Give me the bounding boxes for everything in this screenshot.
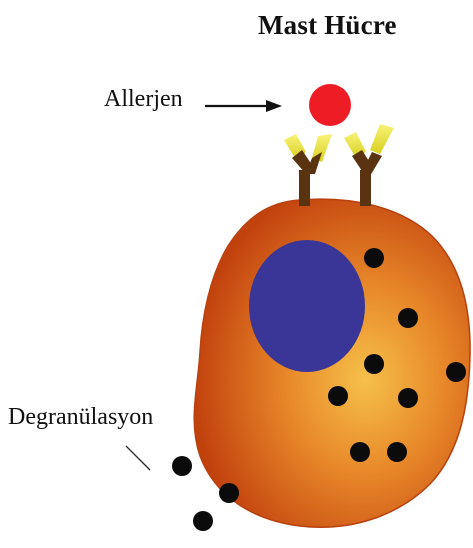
granule-dot xyxy=(398,308,418,328)
granule-dot xyxy=(219,483,239,503)
nucleus xyxy=(249,240,365,372)
granule-dot xyxy=(350,442,370,462)
diagram-title: Mast Hücre xyxy=(258,10,397,41)
granule-dot xyxy=(364,354,384,374)
granule-dot xyxy=(364,248,384,268)
granule-dot xyxy=(172,456,192,476)
granule-dot xyxy=(446,362,466,382)
degranulation-pointer xyxy=(126,446,150,470)
degranulation-label: Degranülasyon xyxy=(8,404,153,431)
granule-dot xyxy=(328,386,348,406)
antibody-y-icon xyxy=(344,124,394,206)
granule-dot xyxy=(398,388,418,408)
granule-dot xyxy=(387,442,407,462)
allergen-arrow xyxy=(205,100,282,112)
granule-dot xyxy=(193,511,213,531)
allergen-label: Allerjen xyxy=(104,86,183,113)
allergen-circle xyxy=(309,84,351,126)
antibody-y-icon xyxy=(284,134,332,206)
